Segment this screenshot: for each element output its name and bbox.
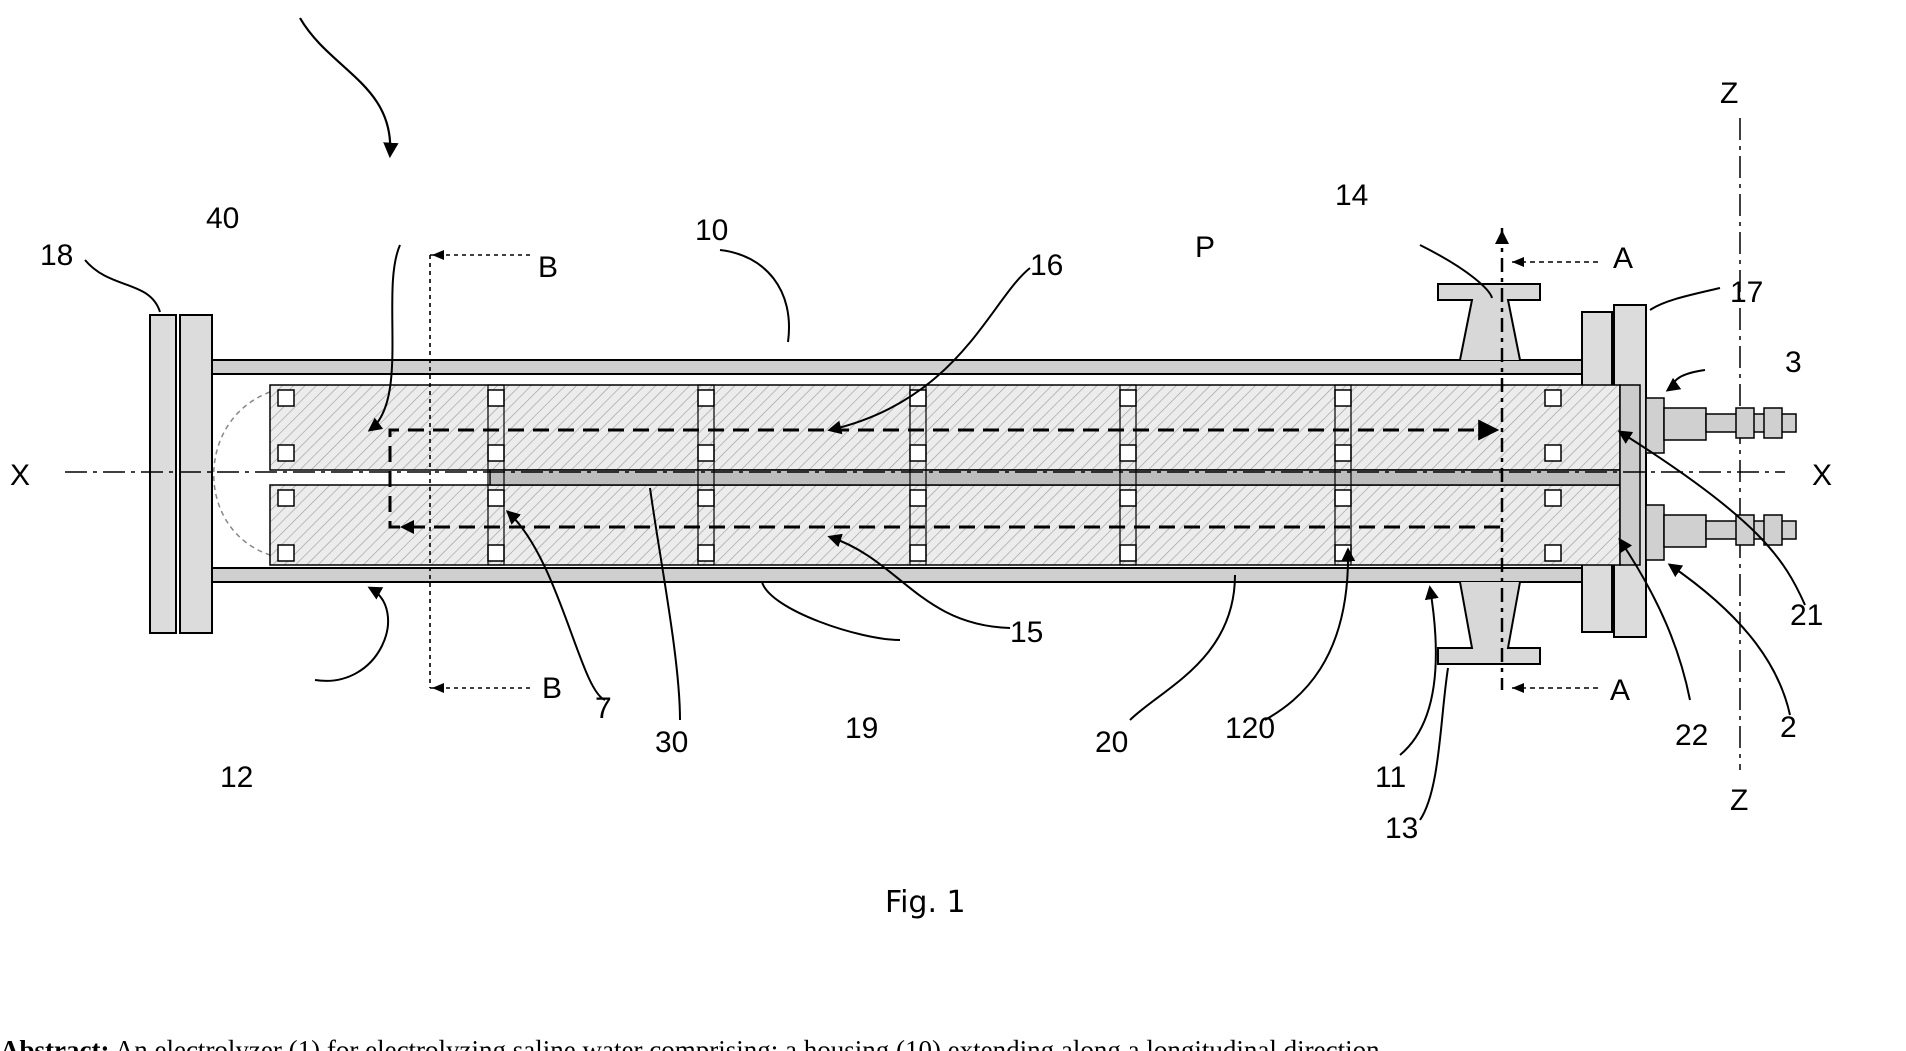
label-p: P	[1195, 231, 1215, 264]
label-z-bottom: Z	[1730, 784, 1748, 817]
lower-electrode-pack	[270, 485, 1620, 565]
label-20: 20	[1095, 726, 1128, 759]
end-plate	[1620, 385, 1640, 565]
label-18: 18	[40, 239, 73, 272]
label-b-top: B	[538, 251, 558, 284]
abstract: Abstract: An electrolyzer (1) for electr…	[0, 1030, 1906, 1051]
figure-caption: Fig. 1	[885, 885, 966, 920]
label-10: 10	[695, 214, 728, 247]
label-a-bottom: A	[1610, 674, 1630, 707]
label-z-top: Z	[1720, 77, 1738, 110]
abstract-text: An electrolyzer (1) for electrolyzing sa…	[115, 1035, 1380, 1051]
label-2: 2	[1780, 711, 1797, 744]
label-19: 19	[845, 712, 878, 745]
housing-top-wall	[212, 360, 1582, 374]
label-15: 15	[1010, 616, 1043, 649]
label-40: 40	[206, 202, 239, 235]
label-11: 11	[1375, 761, 1406, 794]
label-3: 3	[1785, 346, 1802, 379]
label-x-left: X	[10, 459, 30, 492]
upper-electrode-pack	[270, 385, 1620, 470]
label-21: 21	[1790, 599, 1823, 632]
left-housing-flange	[180, 315, 212, 633]
label-b-bottom: B	[542, 672, 562, 705]
label-16: 16	[1030, 249, 1063, 282]
outlet-nozzle	[1438, 284, 1540, 360]
label-7: 7	[595, 692, 612, 725]
label-a-top: A	[1613, 242, 1633, 275]
label-30: 30	[655, 726, 688, 759]
label-14: 14	[1335, 179, 1368, 212]
label-22: 22	[1675, 719, 1708, 752]
label-17: 17	[1730, 276, 1763, 309]
inlet-nozzle	[1438, 582, 1540, 664]
abstract-heading: Abstract:	[0, 1035, 109, 1051]
left-end-flange	[150, 315, 176, 633]
end-chamber	[214, 392, 270, 555]
housing-bottom-wall	[212, 568, 1582, 582]
label-13: 13	[1385, 812, 1418, 845]
label-x-right: X	[1812, 459, 1832, 492]
label-120: 120	[1225, 712, 1275, 745]
terminal-connectors	[1646, 398, 1796, 560]
label-12: 12	[220, 761, 253, 794]
device-arrow	[300, 18, 390, 155]
